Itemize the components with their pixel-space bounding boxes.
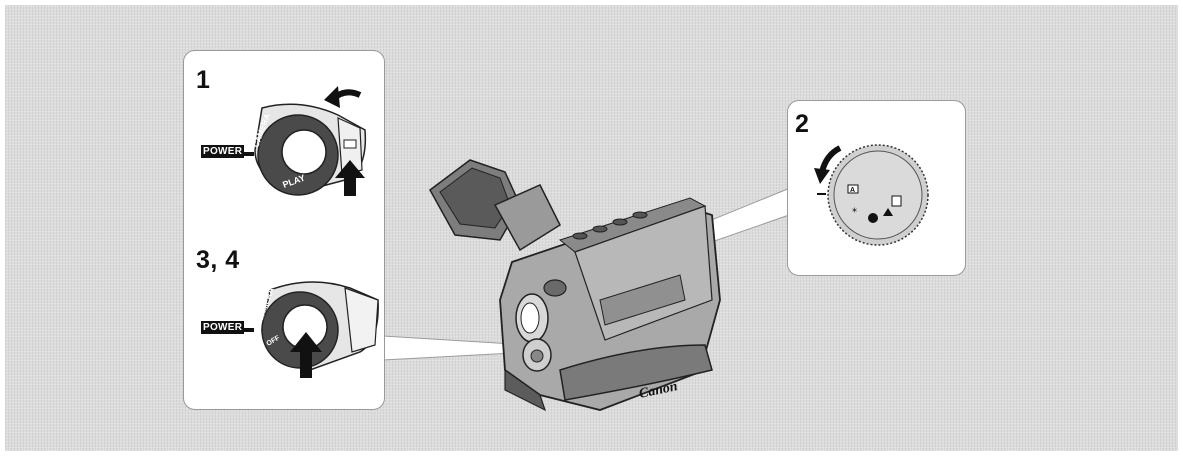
dial-arrow-icon	[0, 0, 1183, 456]
